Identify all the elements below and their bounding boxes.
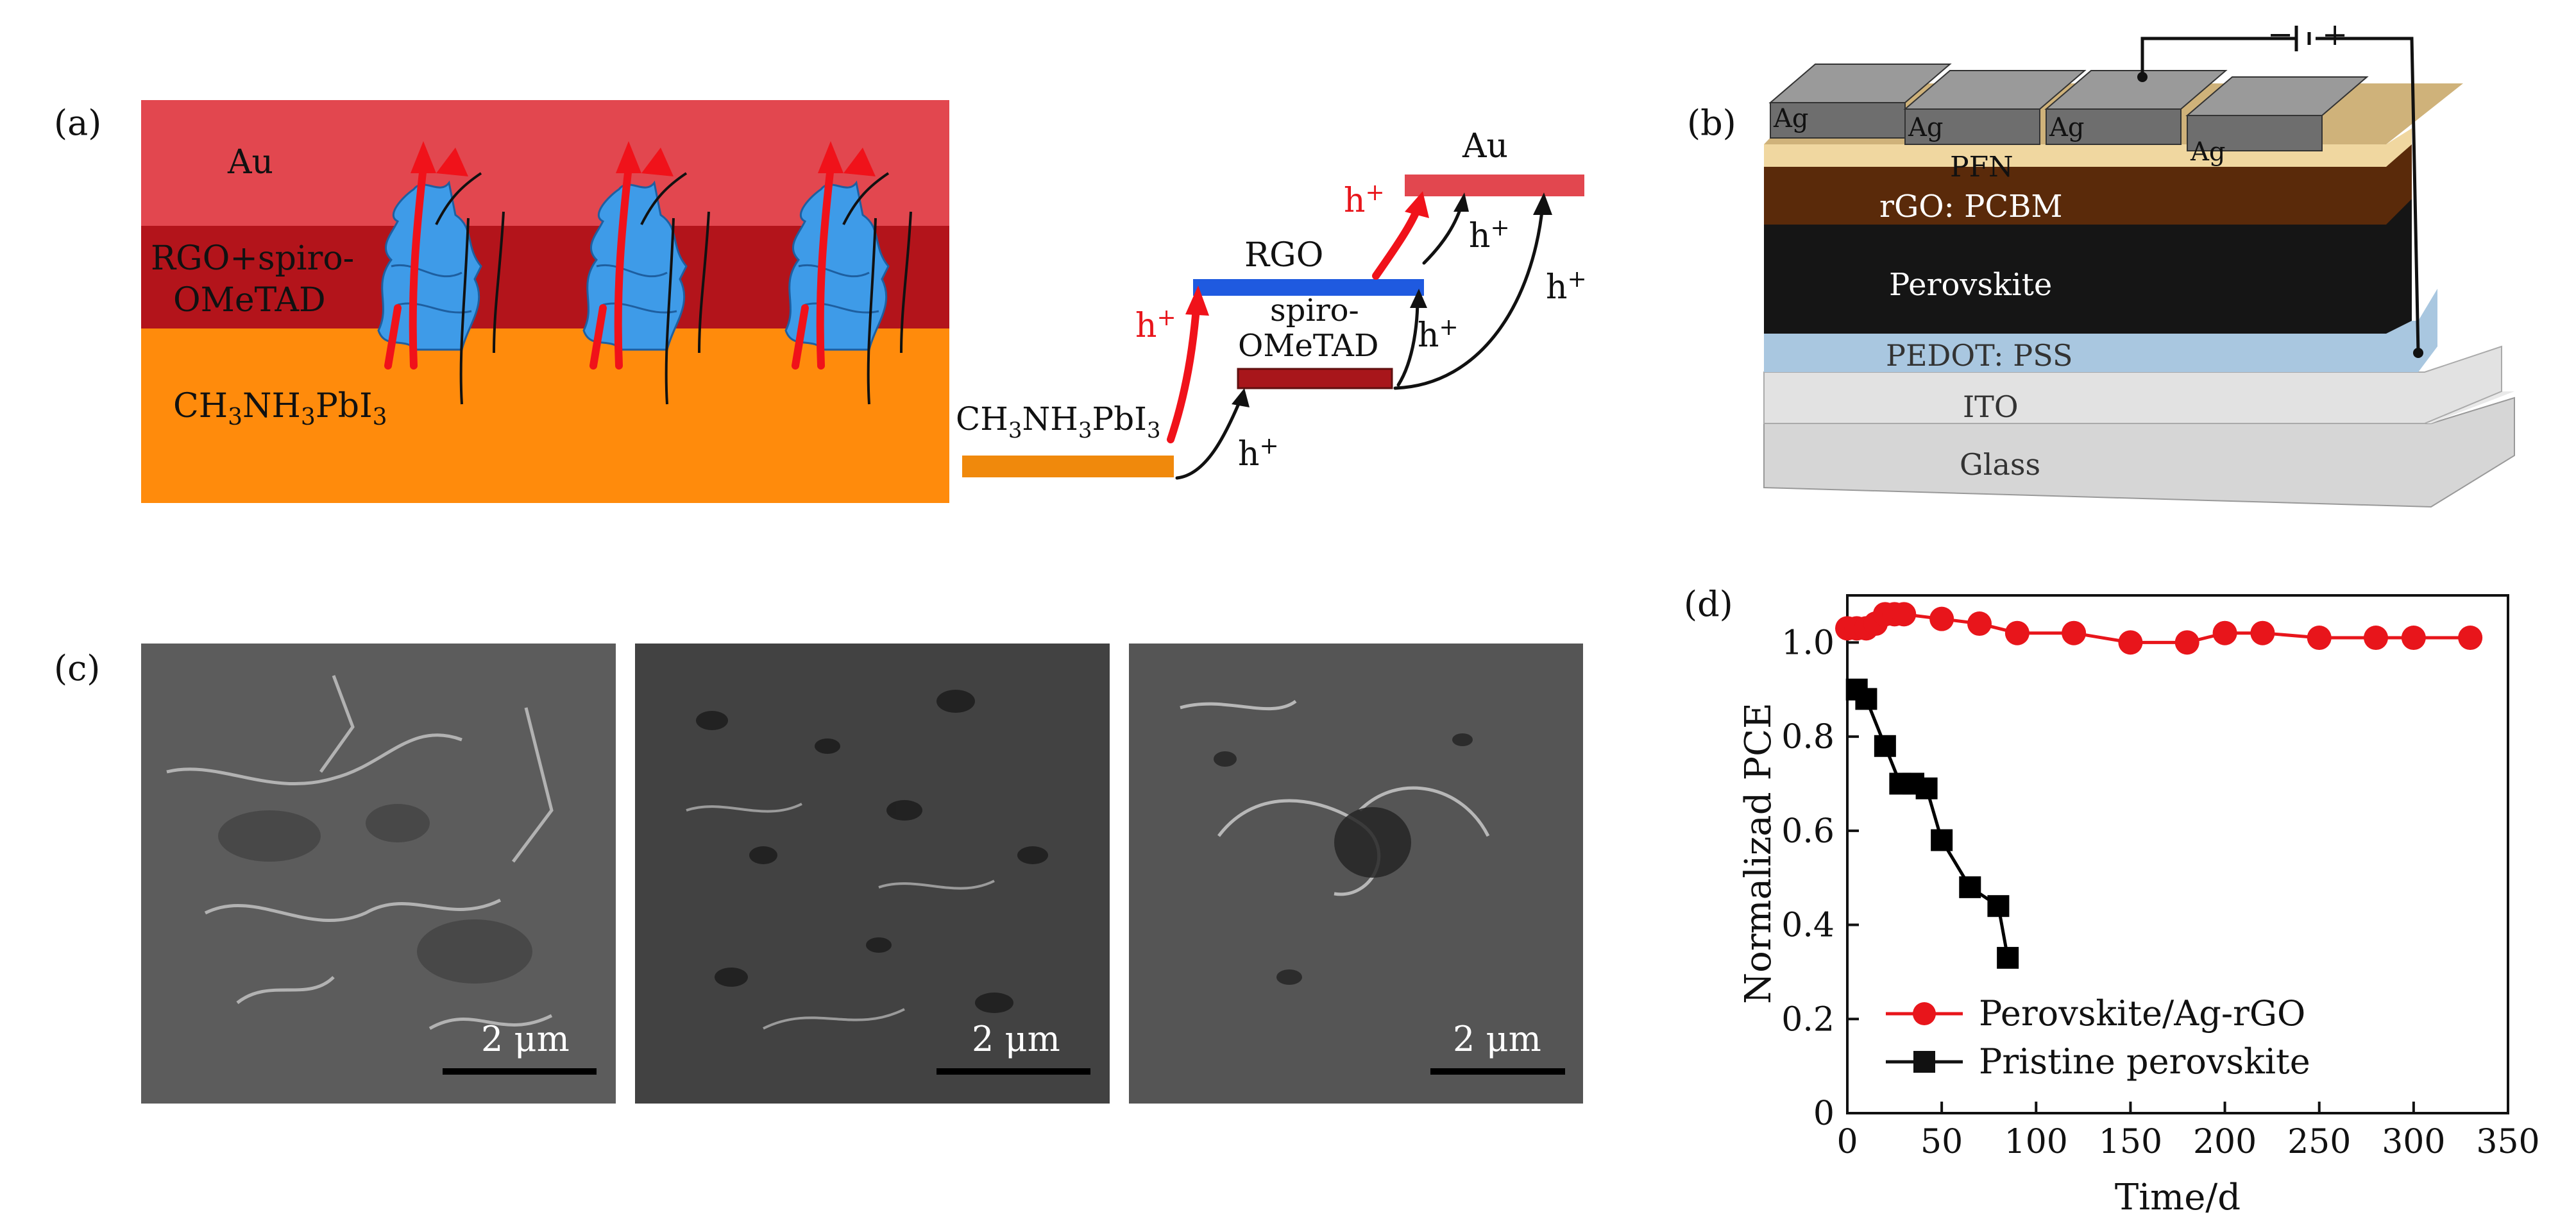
battery-minus: −	[2267, 17, 2293, 53]
pce-stability-chart: 0 50 100 150 200 250 300 350 0 0.2 0.4 0.6 0.8 1.0 Ti…	[1738, 594, 2540, 1218]
sem-image-3: 2 μm	[1129, 644, 1583, 1104]
rgo-pcbm-label: rGO: PCBM	[1879, 189, 2063, 225]
data-point-1	[2118, 630, 2143, 655]
panel-a-label: (a)	[54, 103, 102, 143]
perovskite-layer-label: CH3NH3PbI3	[173, 387, 387, 431]
x-tick-label: 200	[2193, 1123, 2257, 1161]
data-point-2	[1959, 876, 1981, 898]
scale-bar-2	[936, 1068, 1090, 1075]
data-point-1	[1929, 606, 1954, 631]
y-tick-label: 0	[1813, 1095, 1835, 1133]
x-tick-label: 250	[2287, 1123, 2351, 1161]
spiro-level	[1237, 368, 1393, 389]
ag-label-2: Ag	[1908, 113, 1944, 142]
x-tick-label: 300	[2382, 1123, 2445, 1161]
data-point-1	[2004, 620, 2029, 645]
legend: Perovskite/Ag-rGO Pristine perovskite	[1886, 993, 2310, 1082]
ito-label: ITO	[1963, 389, 2019, 424]
data-point-2	[1987, 895, 2010, 917]
au-layer-label: Au	[227, 143, 273, 182]
data-point-1	[2250, 620, 2275, 645]
panel-b-label: (b)	[1687, 103, 1736, 143]
data-point-1	[2212, 620, 2237, 645]
glass-label: Glass	[1960, 447, 2040, 482]
legend-marker-1	[1913, 1002, 1936, 1025]
sem-image-1: 2 μm	[141, 644, 616, 1104]
data-point-2	[1915, 777, 1938, 799]
y-tick-label: 1.0	[1781, 624, 1835, 662]
y-tick-label: 0.8	[1781, 718, 1835, 756]
hole-label-3: h+	[1238, 433, 1279, 473]
data-point-1	[2307, 626, 2332, 651]
legend-label-2: Pristine perovskite	[1979, 1041, 2310, 1082]
au-level	[1405, 175, 1584, 196]
data-point-1	[1967, 611, 1992, 636]
y-tick-label: 0.4	[1781, 907, 1835, 945]
pvk-level-label: CH3NH3PbI3	[956, 400, 1161, 443]
pvk-level	[962, 456, 1174, 477]
hole-label-5: h+	[1469, 215, 1510, 255]
pedot-label: PEDOT: PSS	[1886, 338, 2072, 373]
scale-bar-3	[1430, 1068, 1565, 1075]
spiro-label-2: OMeTAD	[1238, 328, 1378, 364]
scale-label-1: 2 μm	[481, 1019, 570, 1059]
y-axis-label: Normalizad PCE	[1738, 703, 1779, 1004]
data-point-1	[2174, 630, 2199, 655]
perovskite-label: Perovskite	[1889, 267, 2052, 303]
hole-label-4: h+	[1418, 314, 1459, 355]
data-point-2	[1855, 688, 1877, 710]
rgo-level-label: RGO	[1244, 236, 1323, 275]
scale-bar-1	[443, 1068, 597, 1075]
spiro-label-1: spiro-	[1270, 293, 1359, 328]
x-tick-label: 150	[2099, 1123, 2162, 1161]
x-tick-label: 100	[2004, 1123, 2068, 1161]
data-point-1	[2062, 620, 2087, 645]
hole-label-1: h+	[1135, 305, 1176, 345]
hole-label-2: h+	[1344, 180, 1385, 220]
rgo-layer-label-1: RGO+spiro-	[151, 239, 354, 278]
x-tick-label: 0	[1836, 1123, 1858, 1161]
perovskite-layer	[141, 328, 949, 503]
data-point-1	[1892, 602, 1917, 627]
hole-label-6: h+	[1546, 266, 1587, 307]
panel-d-label: (d)	[1684, 584, 1733, 624]
x-tick-label: 50	[1920, 1123, 1963, 1161]
scale-label-3: 2 μm	[1453, 1019, 1541, 1059]
data-point-1	[2401, 626, 2426, 651]
legend-marker-2	[1913, 1051, 1935, 1073]
sem-image-2: 2 μm	[635, 644, 1110, 1104]
panel-c-label: (c)	[54, 648, 101, 688]
rgo-level	[1193, 279, 1424, 296]
battery-plus: +	[2322, 17, 2348, 53]
device-stack-schematic: − + Ag Ag Ag Ag PFN rGO: PCBM Perovskite…	[1763, 17, 2515, 508]
data-point-1	[2458, 626, 2483, 651]
series-line-2	[1855, 688, 2010, 959]
x-axis-label: Time/d	[2115, 1177, 2241, 1218]
rgo-layer-label-2: OMeTAD	[173, 281, 326, 320]
energy-level-diagram: CH3NH3PbI3 RGO spiro- OMeTAD Au h+ h+ h+…	[956, 127, 1587, 480]
ag-label-3: Ag	[2049, 113, 2085, 142]
scale-label-2: 2 μm	[972, 1019, 1060, 1059]
data-point-1	[2364, 626, 2388, 651]
data-point-2	[1997, 946, 2019, 969]
x-tick-label: 350	[2476, 1123, 2539, 1161]
ag-label-4: Ag	[2190, 137, 2226, 167]
ag-label-1: Ag	[1773, 104, 1809, 133]
data-point-2	[1931, 829, 1953, 851]
panel-a-schematic: Au RGO+spiro- OMeTAD CH3NH3PbI3	[141, 100, 949, 503]
legend-label-1: Perovskite/Ag-rGO	[1979, 993, 2305, 1034]
data-point-2	[1874, 735, 1896, 757]
pfn-label: PFN	[1950, 151, 2013, 183]
y-tick-label: 0.6	[1781, 812, 1835, 851]
y-tick-label: 0.2	[1781, 1000, 1835, 1039]
au-level-label: Au	[1462, 127, 1508, 166]
plot-frame	[1846, 594, 2509, 1114]
